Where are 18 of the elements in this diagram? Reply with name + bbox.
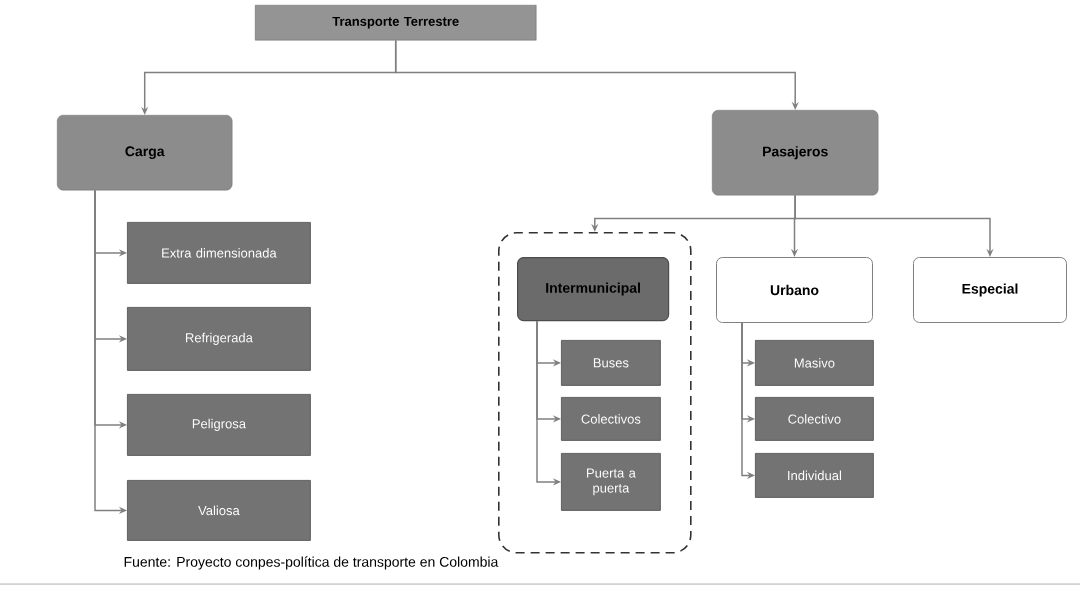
subcategory-box: Colectivo — [755, 397, 874, 441]
subcategory-box: Puerta a puerta — [561, 453, 661, 511]
category-box: Carga — [57, 115, 233, 191]
subcategory-box: Refrigerada — [127, 307, 311, 371]
subcategory-box: Individual — [755, 453, 874, 498]
subcategory-box: Colectivos — [561, 397, 661, 441]
subcategory-box: Extra dimensionada — [127, 222, 311, 284]
subcategory-box: Buses — [561, 340, 661, 386]
category-box: Pasajeros — [712, 110, 879, 196]
subcategory-box: Valiosa — [127, 480, 311, 541]
header-box: Transporte Terrestre — [255, 5, 537, 41]
subcategory-box: Peligrosa — [127, 394, 311, 456]
category-box: Intermunicipal — [517, 257, 670, 322]
caption: Fuente: Proyecto conpes-política de transporte en Colombia — [124, 556, 499, 570]
dashed-group-box — [498, 232, 692, 554]
category-box: Urbano — [716, 257, 873, 323]
category-box: Especial — [913, 257, 1067, 323]
subcategory-box: Masivo — [755, 340, 874, 386]
